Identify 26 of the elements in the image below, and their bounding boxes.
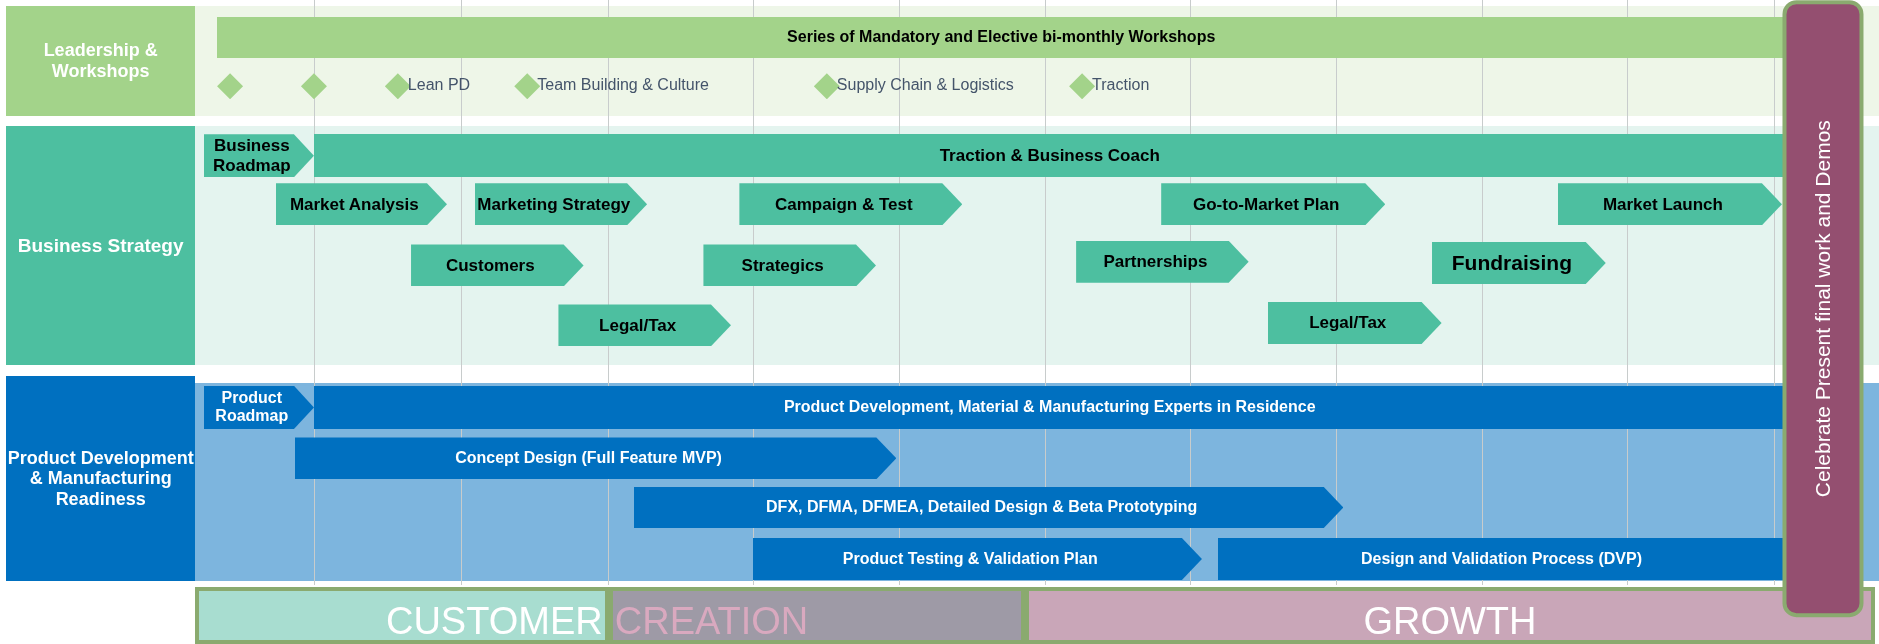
milestone-label: Supply Chain & Logistics (836, 76, 1014, 95)
task-arrow-bar: Product Testing & Validation Plan (752, 538, 1202, 580)
task-arrow-bar: Legal/Tax (1267, 301, 1442, 344)
lane-header: Product Development & Manufacturing Readiness (6, 376, 196, 582)
task-arrow-bar: Strategics (703, 244, 876, 287)
phase-bar: CREATION (608, 587, 1025, 644)
task-arrow-bar: Go-to-Market Plan (1161, 183, 1386, 226)
lane-header: Leadership & Workshops (6, 6, 196, 117)
task-arrow-bar: Customers (411, 244, 584, 287)
milestone-label: Traction (1092, 76, 1150, 95)
phase-bar: GROWTH (1024, 587, 1876, 644)
milestone-label: Lean PD (407, 76, 471, 95)
lane-header: Business Strategy (6, 125, 196, 366)
milestone-banner: Celebrate Present final work and Demos (1781, 0, 1864, 618)
task-arrow-bar: Legal/Tax (558, 304, 731, 347)
task-arrow-bar: Market Launch (1557, 183, 1782, 226)
phase-bar: CUSTOMER (195, 587, 609, 644)
task-arrow-bar: Partnerships (1076, 240, 1249, 283)
milestone-label: Team Building & Culture (537, 76, 709, 95)
task-arrow-bar: Campaign & Test (739, 183, 963, 226)
task-arrow-bar: DFX, DFMA, DFMEA, Detailed Design & Beta Prototyping (633, 486, 1344, 529)
task-arrow-bar: Concept Design (Full Feature MVP) (294, 437, 897, 480)
task-arrow-bar: Marketing Strategy (474, 183, 648, 226)
task-arrow-bar: Business Roadmap (203, 134, 314, 178)
task-arrow-bar: Market Analysis (275, 183, 447, 226)
task-arrow-bar: Fundraising (1432, 242, 1606, 284)
